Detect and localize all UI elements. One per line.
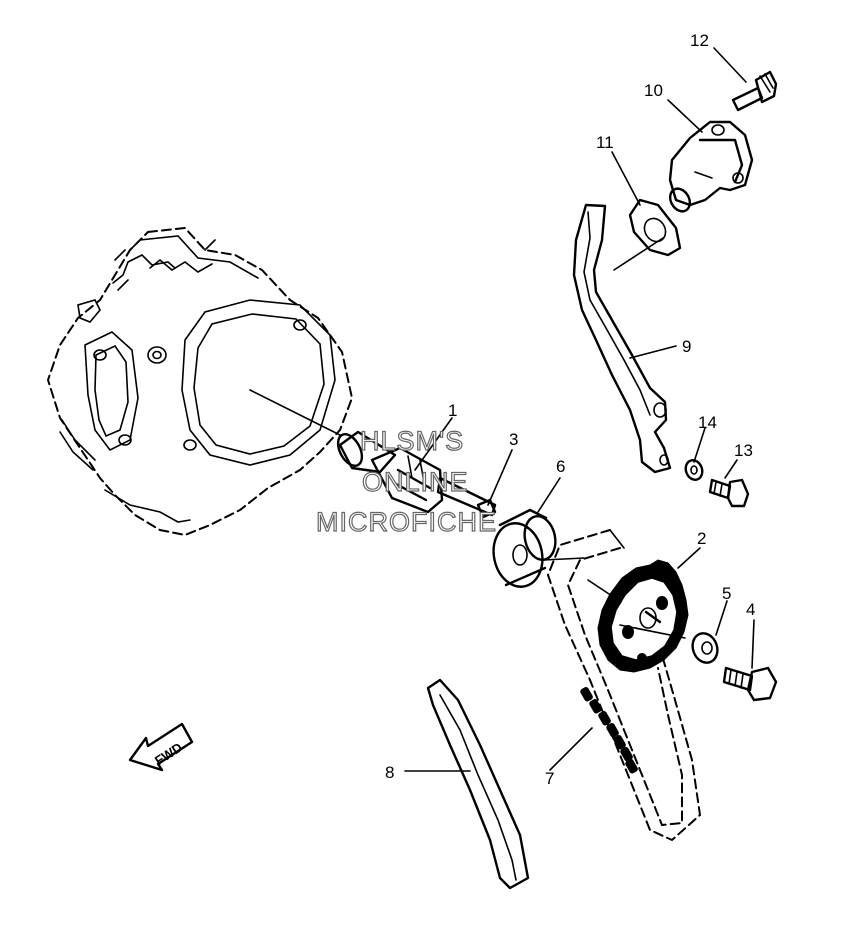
cam-sprocket bbox=[597, 559, 689, 673]
chain-links bbox=[580, 687, 638, 774]
tensioner-arm bbox=[572, 203, 672, 474]
callout-12: 12 bbox=[690, 31, 709, 50]
callout-3: 3 bbox=[509, 430, 518, 449]
callout-6: 6 bbox=[556, 457, 565, 476]
watermark: HLSM'S ONLINE MICROFICHE bbox=[315, 425, 497, 537]
dowel-pin bbox=[476, 498, 497, 519]
watermark-line-2: ONLINE bbox=[362, 467, 469, 497]
tensioner-bolt bbox=[731, 70, 778, 112]
tensioner-gasket bbox=[628, 198, 682, 257]
callout-14: 14 bbox=[698, 413, 717, 432]
callout-numbers: 1 2 3 4 5 6 7 8 9 10 11 12 13 14 bbox=[385, 31, 755, 788]
cam-chain bbox=[546, 529, 702, 842]
callout-10: 10 bbox=[644, 81, 663, 100]
callout-11: 11 bbox=[596, 133, 614, 152]
callout-2: 2 bbox=[697, 529, 706, 548]
sprocket-bolt bbox=[722, 666, 778, 702]
bearing bbox=[492, 508, 557, 588]
arm-washer bbox=[684, 459, 704, 481]
watermark-line-3: MICROFICHE bbox=[316, 507, 497, 537]
chain-tensioner bbox=[668, 120, 754, 213]
chain-guide bbox=[426, 678, 530, 890]
fwd-label: FWD bbox=[152, 740, 185, 769]
watermark-line-1: HLSM'S bbox=[360, 426, 464, 456]
fwd-arrow: FWD bbox=[128, 722, 194, 772]
callout-9: 9 bbox=[682, 337, 691, 356]
arm-bolt bbox=[708, 478, 750, 508]
washer bbox=[691, 632, 719, 664]
callout-4: 4 bbox=[746, 600, 755, 619]
leader-lines bbox=[249, 47, 755, 772]
camshaft bbox=[336, 430, 497, 517]
callout-7: 7 bbox=[545, 769, 554, 788]
callout-8: 8 bbox=[385, 763, 394, 782]
callout-1: 1 bbox=[448, 401, 457, 420]
callout-5: 5 bbox=[722, 584, 731, 603]
callout-13: 13 bbox=[734, 441, 753, 460]
cylinder-head bbox=[46, 226, 354, 537]
